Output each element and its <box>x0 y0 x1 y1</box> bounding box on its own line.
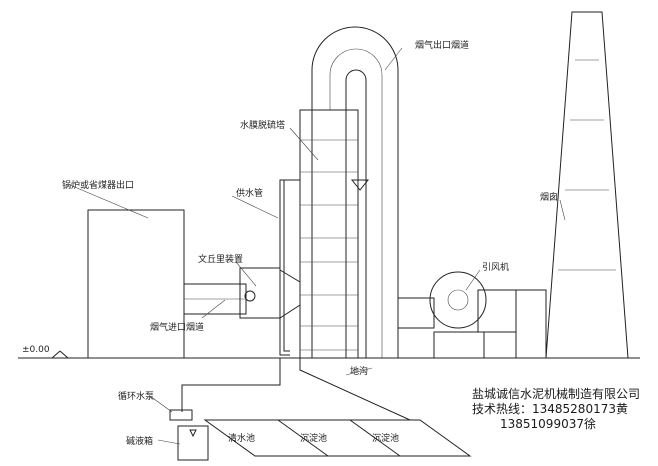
outlet-duct <box>311 26 403 358</box>
label-settling-pool-2: 沉淀池 <box>372 432 399 444</box>
chimney <box>515 11 629 359</box>
company-phone-2: 13851099037徐 <box>500 417 596 431</box>
label-alkali-tank: 碱液箱 <box>126 435 153 447</box>
company-hotline: 技术热线：13485280173黄 <box>472 402 628 416</box>
label-trench: 地沟 <box>350 365 368 377</box>
label-water-film-tower: 水膜脱硫塔 <box>240 119 285 131</box>
label-settling-pool-1: 沉淀池 <box>300 432 327 444</box>
label-flue-outlet-duct: 烟气出口烟道 <box>415 39 469 51</box>
company-name: 盐城诚信水泥机械制造有限公司 <box>472 387 641 401</box>
label-clear-pool: 清水池 <box>228 432 255 444</box>
label-chimney: 烟囱 <box>540 191 558 203</box>
label-elevation: ±0.00 <box>22 345 50 355</box>
water-supply-pipe <box>231 179 300 356</box>
settling-pools <box>203 419 472 457</box>
label-induced-fan: 引风机 <box>482 261 509 273</box>
label-circ-pump: 循环水泵 <box>118 390 154 402</box>
label-water-supply-pipe: 供水管 <box>236 187 263 199</box>
label-flue-inlet-duct: 烟气进口烟道 <box>150 321 204 333</box>
induced-fan <box>397 269 517 359</box>
desulfurization-tower <box>289 109 370 359</box>
label-boiler-outlet: 锅炉或省煤器出口 <box>62 179 134 191</box>
label-venturi: 文丘里装置 <box>198 253 243 265</box>
company-info: 盐城诚信水泥机械制造有限公司 技术热线：13485280173黄 1385109… <box>472 387 652 432</box>
inlet-duct <box>183 267 281 319</box>
pump-and-tank <box>149 358 281 461</box>
